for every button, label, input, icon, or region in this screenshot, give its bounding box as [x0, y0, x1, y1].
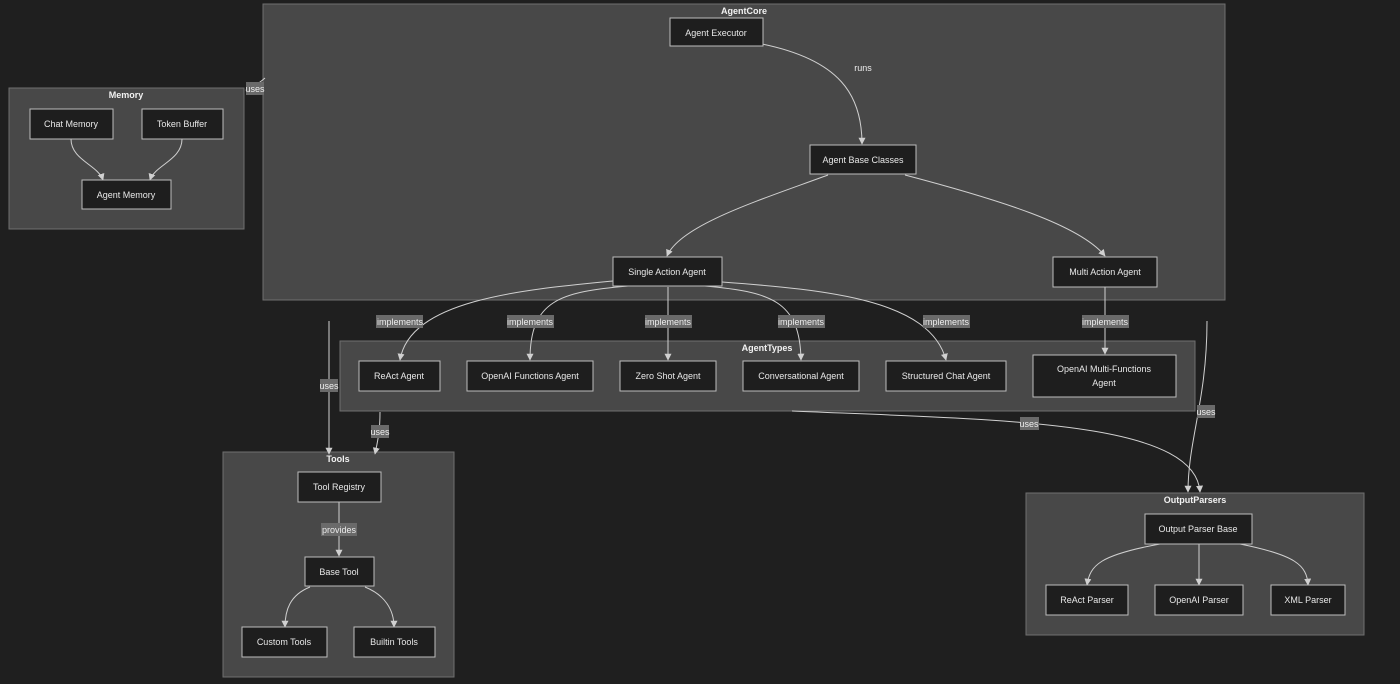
edge-base-to-single	[666, 174, 829, 257]
svg-text:uses: uses	[1196, 407, 1216, 417]
svg-text:Multi Action Agent: Multi Action Agent	[1069, 267, 1141, 277]
svg-text:Single Action Agent: Single Action Agent	[628, 267, 706, 277]
node-structured-chat-agent[interactable]: Structured Chat Agent	[885, 360, 1007, 392]
node-base-tool[interactable]: Base Tool	[304, 556, 375, 587]
node-builtin-tools[interactable]: Builtin Tools	[353, 626, 436, 658]
svg-text:implements: implements	[1082, 317, 1129, 327]
edge-label-implements-zero-shot: implements	[645, 315, 692, 328]
cluster-tools-title: Tools	[326, 454, 349, 464]
node-openai-functions-agent[interactable]: OpenAI Functions Agent	[466, 360, 594, 392]
edge-label-uses-tools: uses	[370, 425, 390, 438]
edge-label-uses-tools-left: uses	[319, 379, 339, 392]
svg-text:Agent: Agent	[1092, 378, 1116, 388]
svg-text:Chat Memory: Chat Memory	[44, 119, 99, 129]
edge-label-implements-openai-multi: implements	[1082, 315, 1129, 328]
svg-text:provides: provides	[322, 525, 357, 535]
svg-text:ReAct Agent: ReAct Agent	[374, 371, 425, 381]
edge-types-to-parsers	[791, 410, 1204, 493]
cluster-agent-core-title: AgentCore	[721, 6, 767, 16]
svg-text:OpenAI Multi-Functions: OpenAI Multi-Functions	[1057, 364, 1152, 374]
edge-single-to-react	[397, 280, 614, 361]
edge-base-tool-to-builtin	[364, 586, 398, 628]
edge-label-uses-parsers-right: uses	[1196, 405, 1216, 418]
node-token-buffer[interactable]: Token Buffer	[141, 108, 224, 140]
edge-label-implements-structured: implements	[923, 315, 970, 328]
svg-text:OpenAI Functions Agent: OpenAI Functions Agent	[481, 371, 579, 381]
edge-label-uses-parsers: uses	[1019, 417, 1039, 430]
edge-labels: runs uses implements implements implemen…	[245, 63, 1216, 536]
edge-single-to-structured	[721, 281, 948, 361]
node-agent-executor[interactable]: Agent Executor	[669, 17, 764, 47]
svg-text:implements: implements	[377, 317, 424, 327]
cluster-memory-title: Memory	[109, 90, 144, 100]
node-openai-multi-functions-agent[interactable]: OpenAI Multi-Functions Agent	[1032, 354, 1177, 398]
node-output-parser-base[interactable]: Output Parser Base	[1144, 513, 1253, 545]
cluster-agent-types-title: AgentTypes	[742, 343, 793, 353]
svg-text:runs: runs	[854, 63, 872, 73]
edges	[70, 43, 1312, 628]
node-xml-parser[interactable]: XML Parser	[1270, 584, 1346, 616]
svg-text:Structured Chat Agent: Structured Chat Agent	[902, 371, 991, 381]
node-agent-memory[interactable]: Agent Memory	[81, 179, 172, 210]
edge-label-provides: provides	[321, 523, 357, 536]
edge-parser-base-to-xml	[1239, 543, 1312, 586]
svg-text:Custom Tools: Custom Tools	[257, 637, 312, 647]
svg-text:ReAct Parser: ReAct Parser	[1060, 595, 1114, 605]
node-chat-memory[interactable]: Chat Memory	[29, 108, 114, 140]
svg-text:Tool Registry: Tool Registry	[313, 482, 366, 492]
node-agent-base-classes[interactable]: Agent Base Classes	[809, 144, 917, 175]
svg-text:uses: uses	[370, 427, 390, 437]
svg-text:implements: implements	[923, 317, 970, 327]
svg-text:Agent Base Classes: Agent Base Classes	[822, 155, 904, 165]
edge-label-implements-react: implements	[376, 315, 424, 328]
svg-text:Zero Shot Agent: Zero Shot Agent	[635, 371, 701, 381]
svg-text:Conversational Agent: Conversational Agent	[758, 371, 844, 381]
edge-label-runs: runs	[854, 63, 872, 73]
edge-label-implements-conversational: implements	[778, 315, 825, 328]
edge-parser-base-to-react	[1084, 543, 1161, 586]
svg-text:uses: uses	[319, 381, 339, 391]
svg-text:Token Buffer: Token Buffer	[157, 119, 207, 129]
node-react-parser[interactable]: ReAct Parser	[1045, 584, 1129, 616]
node-tool-registry[interactable]: Tool Registry	[297, 471, 382, 503]
cluster-agent-core: AgentCore	[262, 3, 1226, 301]
svg-text:Agent Executor: Agent Executor	[685, 28, 747, 38]
node-react-agent[interactable]: ReAct Agent	[358, 360, 441, 392]
svg-text:OpenAI Parser: OpenAI Parser	[1169, 595, 1229, 605]
node-conversational-agent[interactable]: Conversational Agent	[742, 360, 860, 392]
edge-base-to-multi	[904, 174, 1106, 257]
edge-executor-to-base	[761, 43, 866, 145]
node-openai-parser[interactable]: OpenAI Parser	[1154, 584, 1244, 616]
node-custom-tools[interactable]: Custom Tools	[241, 626, 328, 658]
node-multi-action-agent[interactable]: Multi Action Agent	[1052, 256, 1158, 288]
edge-label-uses-memory: uses	[245, 82, 265, 95]
node-single-action-agent[interactable]: Single Action Agent	[612, 256, 723, 287]
svg-text:XML Parser: XML Parser	[1284, 595, 1331, 605]
cluster-output-parsers-title: OutputParsers	[1164, 495, 1227, 505]
edge-label-implements-openai-functions: implements	[507, 315, 554, 328]
svg-text:uses: uses	[1019, 419, 1039, 429]
svg-text:implements: implements	[507, 317, 554, 327]
svg-text:Agent Memory: Agent Memory	[97, 190, 156, 200]
svg-text:Base Tool: Base Tool	[319, 567, 358, 577]
node-zero-shot-agent[interactable]: Zero Shot Agent	[619, 360, 717, 392]
edge-chat-to-memory	[70, 138, 105, 181]
edge-single-to-conversational	[704, 285, 805, 361]
svg-text:Builtin Tools: Builtin Tools	[370, 637, 418, 647]
svg-text:implements: implements	[645, 317, 692, 327]
svg-text:implements: implements	[778, 317, 825, 327]
svg-text:Output Parser Base: Output Parser Base	[1158, 524, 1237, 534]
edge-base-tool-to-custom	[281, 586, 311, 628]
svg-text:uses: uses	[245, 84, 265, 94]
edge-single-to-openai-functions	[526, 285, 629, 361]
edge-token-to-memory	[148, 138, 183, 181]
